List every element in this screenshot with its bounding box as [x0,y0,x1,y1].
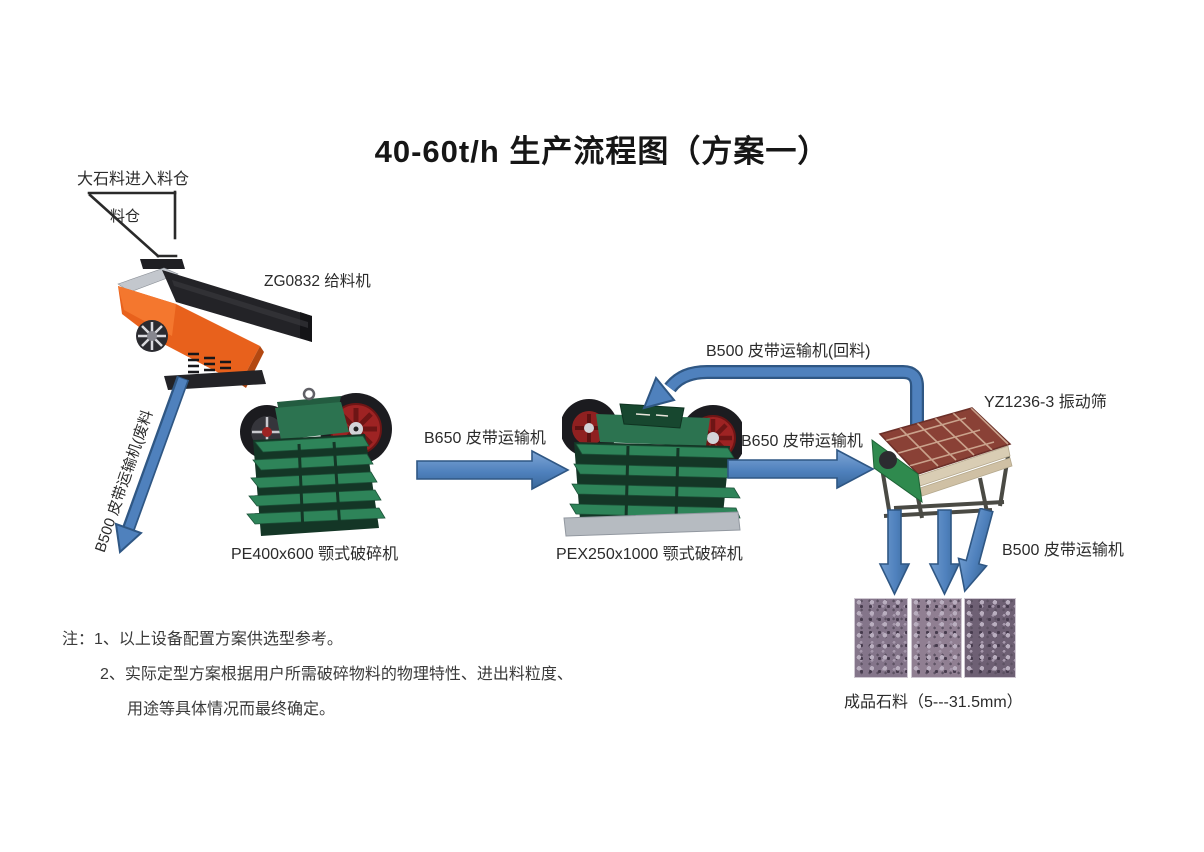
belt-pex-to-screen-label: B650 皮带运输机 [741,433,863,450]
product-belt-label: B500 皮带运输机 [1002,542,1124,559]
hopper-intro-label: 大石料进入料仓 [77,171,190,188]
belt-pe-to-pex-label: B650 皮带运输机 [424,430,546,447]
hopper-name-label: 料仓 [110,208,140,225]
product-arrow-3 [949,508,1002,596]
product-arrow-1 [879,509,910,595]
belt-arrow-pe-to-pex [416,449,570,491]
note-line-2: 2、实际定型方案根据用户所需破碎物料的物理特性、进出料粒度、 [100,666,573,683]
pex-crusher-label: PEX250x1000 颚式破碎机 [556,546,743,563]
pex-crusher-illustration [562,399,742,537]
feeder-label: ZG0832 给料机 [264,273,371,290]
pe-crusher-illustration [240,387,392,536]
product-arrows [879,508,1002,596]
feeder-illustration [117,259,312,390]
product-caption: 成品石料（5---31.5mm） [844,694,1023,711]
product-arrow-2 [929,509,960,595]
hopper-shape: 料仓 [87,190,178,258]
vibrating-screen-label: YZ1236-3 振动筛 [984,394,1107,411]
note-line-3: 用途等具体情况而最终确定。 [127,701,336,718]
belt-arrow-pex-to-screen [727,448,875,490]
stone-pile-3 [964,598,1016,678]
note-line-1: 注：1、以上设备配置方案供选型参考。 [62,631,343,648]
stone-pile-2 [911,598,962,678]
stone-pile-1 [854,598,908,678]
return-belt-label: B500 皮带运输机(回料) [706,343,871,360]
return-belt-arrow [642,365,924,426]
pe-crusher-label: PE400x600 颚式破碎机 [231,546,399,563]
waste-belt-arrow [114,375,190,555]
vibrating-screen-illustration [871,407,1013,519]
page-title: 40-60t/h 生产流程图（方案一） [374,134,830,169]
